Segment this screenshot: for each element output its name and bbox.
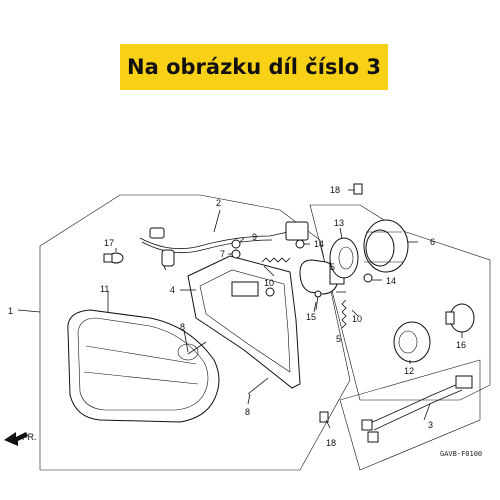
sub-harness [361,375,473,443]
front-arrow: FR. [4,432,37,446]
label-part-8-upper: 8 [180,322,185,332]
label-part-8-lower: 8 [245,407,250,417]
diagram-code: GAVB-F0100 [440,450,482,458]
label-part-3: 3 [428,420,433,430]
adjusting-spring-lower [341,299,347,329]
bolt-18-lower [319,411,329,423]
assembly-outline-lower-right [339,359,481,471]
position-light-bulb [445,303,475,333]
label-part-10-upper: 10 [264,278,274,288]
label-part-14-lower: 14 [386,276,396,286]
bolt-18-upper [353,183,363,195]
part-number-banner: Na obrázku díl číslo 3 [120,44,388,90]
label-part-2: 2 [216,198,221,208]
label-part-13: 13 [334,218,344,228]
front-arrow-label: FR. [22,432,37,442]
assembly-outline-right [309,204,491,401]
label-part-1: 1 [8,306,13,316]
label-part-10-lower: 10 [352,314,362,324]
grommet-9 [231,239,241,249]
screw-8-upper [187,341,207,355]
wire-harness [139,221,309,271]
label-part-11: 11 [100,284,109,294]
leader-lines [17,189,463,429]
position-light-socket [393,321,431,363]
label-part-5-upper: 5 [330,262,335,272]
nut-14-upper [295,239,305,249]
mounting-frame [187,255,301,389]
label-part-15: 15 [306,312,316,322]
headlight-lens [67,309,220,423]
label-part-9: 9 [252,232,257,242]
adjusting-spring-upper [261,257,291,263]
label-part-6: 6 [430,237,435,247]
label-part-7: 7 [220,249,225,259]
label-part-14-upper: 14 [314,239,324,249]
screw-8-lower [247,377,269,395]
label-part-12: 12 [404,366,414,376]
label-part-16: 16 [456,340,466,350]
label-part-18-upper: 18 [330,185,340,195]
nut-14-lower [363,273,373,283]
bulb-socket [329,237,359,279]
banner-text: Na obrázku díl číslo 3 [127,55,381,79]
adjusting-screw [314,290,322,311]
position-bulb [103,252,124,264]
label-part-4: 4 [170,285,175,295]
label-part-5-lower: 5 [336,334,341,344]
assembly-outline-left [39,194,351,471]
washer-7 [231,249,241,259]
label-part-18-lower: 18 [326,438,336,448]
dust-cover [363,219,409,273]
label-part-17: 17 [104,238,114,248]
